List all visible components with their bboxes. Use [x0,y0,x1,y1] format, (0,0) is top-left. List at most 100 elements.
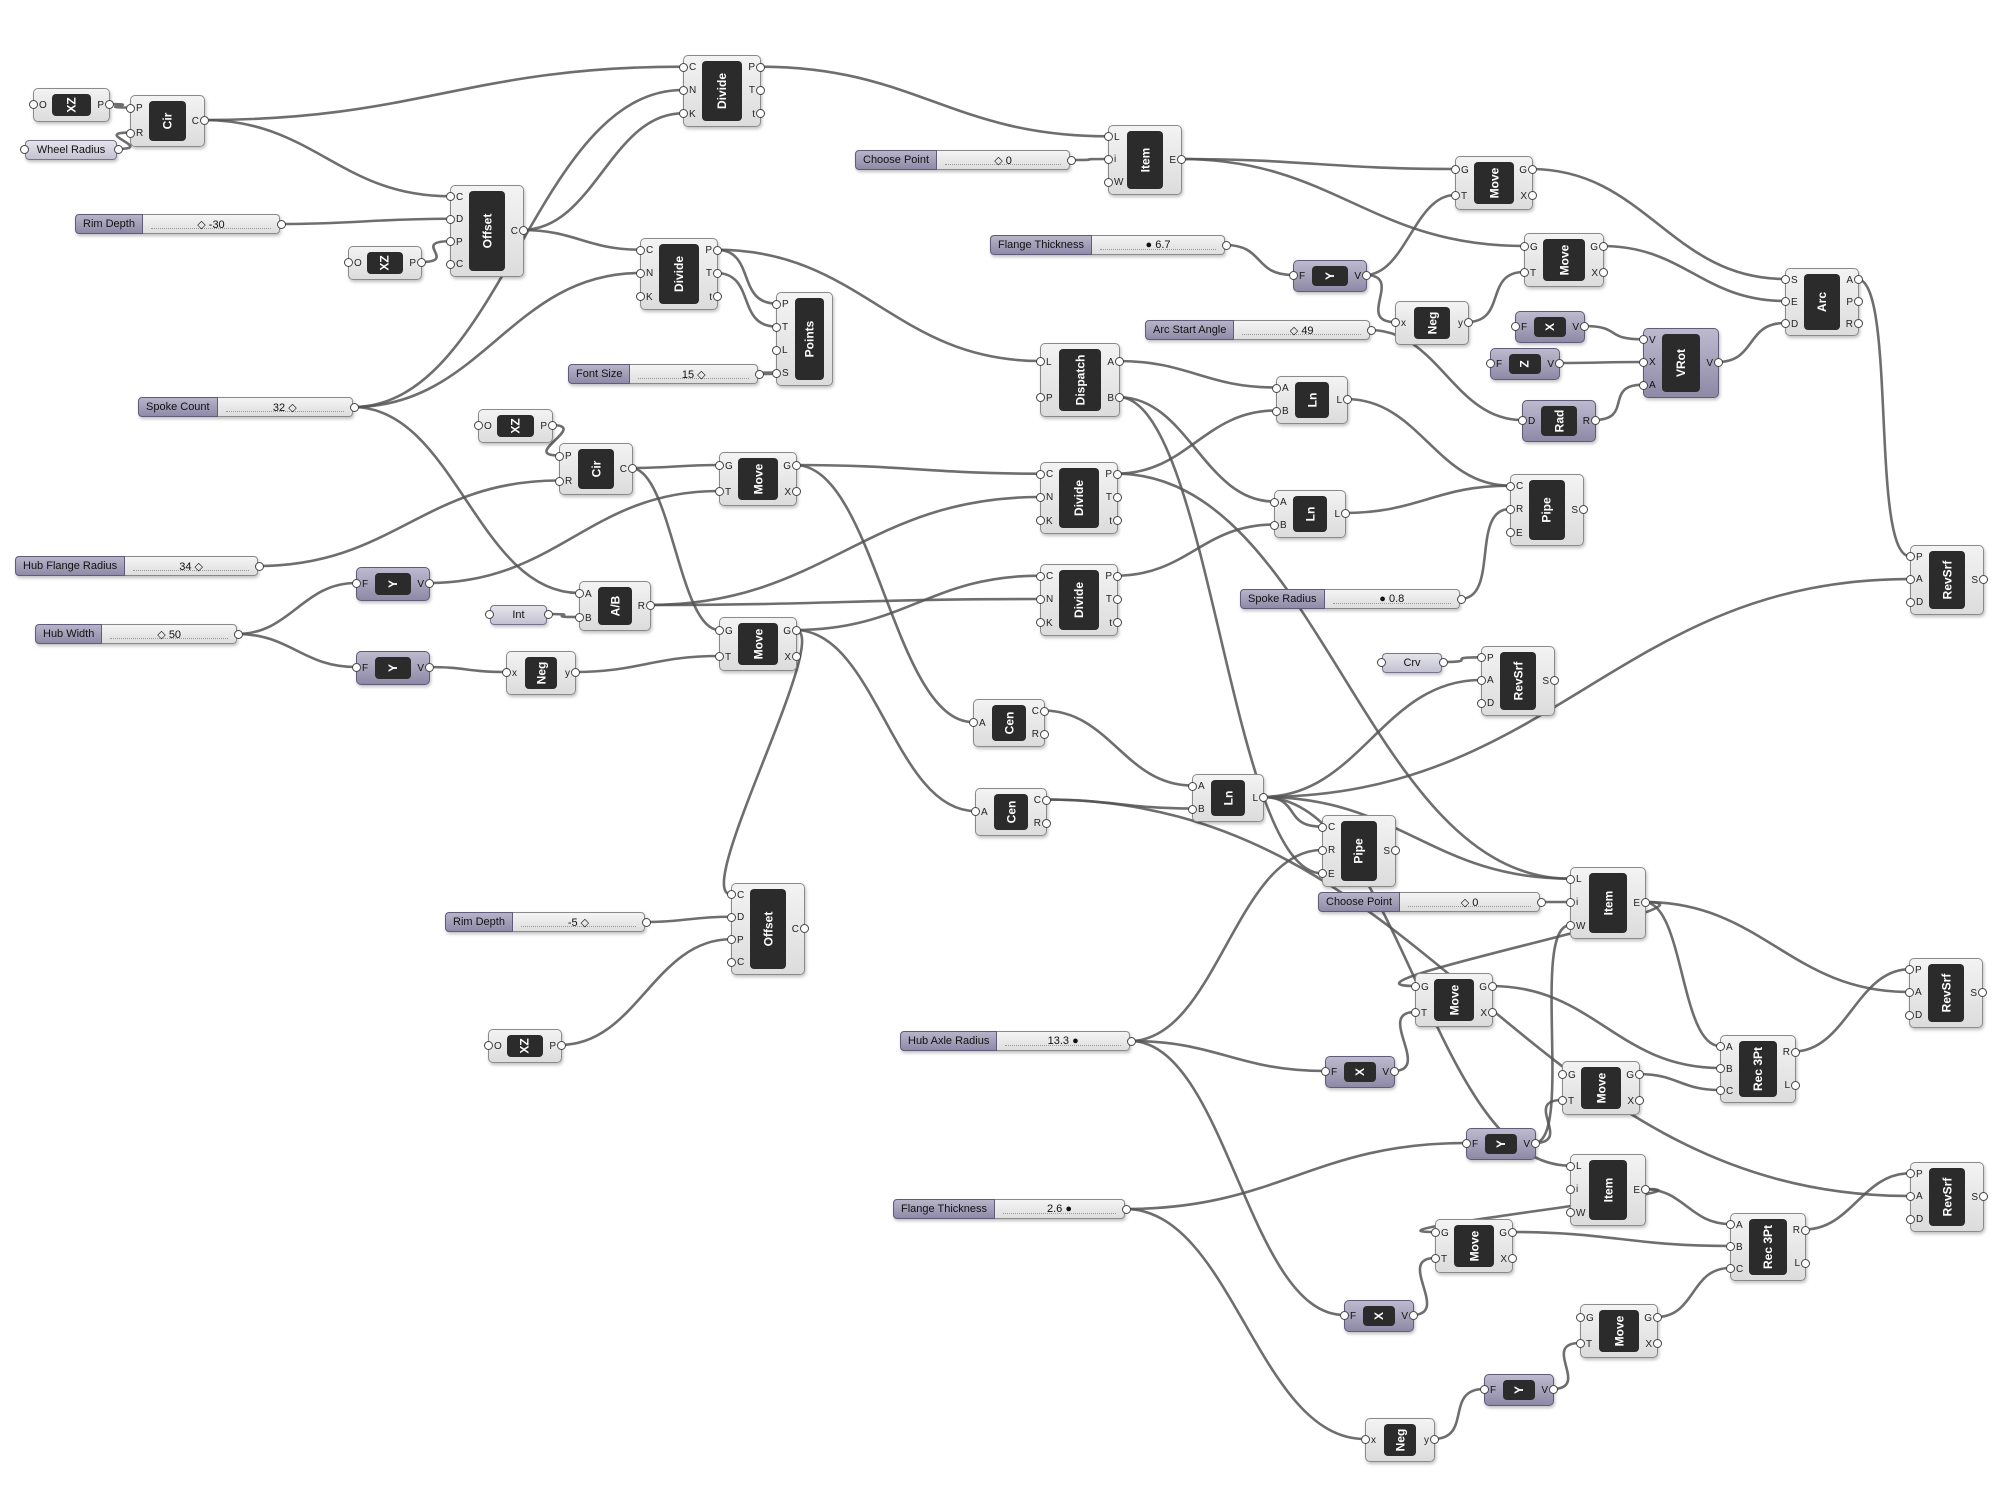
port-grip[interactable] [1506,481,1515,491]
port-grip[interactable] [277,220,286,229]
output-port-label[interactable]: R [1792,1225,1800,1236]
output-port-label[interactable]: y [1458,317,1463,329]
input-port-label[interactable]: G [1530,241,1538,253]
output-port-label[interactable]: V [1572,321,1579,333]
port-grip[interactable] [1113,618,1122,628]
input-port-label[interactable]: C [1726,1085,1734,1097]
input-port-label[interactable]: T [1441,1253,1448,1265]
port-grip[interactable] [1341,509,1350,518]
port-grip[interactable] [1036,493,1045,502]
port-grip[interactable] [727,957,736,967]
output-port-label[interactable]: T [1105,492,1112,504]
port-grip[interactable] [1036,393,1045,402]
port-grip[interactable] [756,62,765,72]
port-grip[interactable] [772,368,781,378]
port-grip[interactable] [1506,528,1515,538]
output-port-label[interactable]: G [783,460,791,472]
output-port-label[interactable]: X [1480,1007,1487,1019]
input-port-label[interactable]: G [725,625,733,637]
output-port-label[interactable]: S [1542,675,1549,687]
input-port-label[interactable]: G [725,460,733,472]
port-grip[interactable] [1781,319,1790,328]
input-port-label[interactable]: F [1350,1310,1357,1322]
input-port-label[interactable]: K [689,108,696,120]
port-grip[interactable] [636,292,645,302]
input-port-label[interactable]: O [494,1040,502,1052]
port-grip[interactable] [446,214,455,224]
input-port-label[interactable]: E [1328,868,1335,880]
output-port-label[interactable]: L [1336,394,1342,406]
port-grip[interactable] [1906,1214,1915,1224]
output-port-label[interactable]: t [752,108,755,120]
port-grip[interactable] [1558,1096,1567,1105]
slider-track[interactable]: 32 ◇ [217,397,353,417]
output-port-label[interactable]: A [1107,356,1114,368]
output-port-label[interactable]: R [1782,1047,1790,1058]
input-port-label[interactable]: F [1521,321,1528,333]
port-grip[interactable] [1321,1067,1330,1076]
port-grip[interactable] [1635,1096,1644,1105]
port-grip[interactable] [1318,846,1327,855]
port-grip[interactable] [1488,1008,1497,1017]
port-grip[interactable] [502,668,511,677]
input-port-label[interactable]: G [1461,164,1469,176]
output-port-label[interactable]: y [1424,1434,1429,1446]
input-port-label[interactable]: F [362,662,369,674]
wheel-radius-param[interactable]: Wheel Radius [25,140,117,160]
output-port-label[interactable]: X [1627,1095,1634,1107]
output-port-label[interactable]: C [1031,706,1039,717]
port-grip[interactable] [474,421,483,430]
output-port-label[interactable]: T [748,85,755,97]
port-grip[interactable] [1042,795,1051,805]
port-grip[interactable] [1477,676,1486,685]
port-grip[interactable] [1508,1228,1517,1237]
port-grip[interactable] [425,663,434,672]
output-port-label[interactable]: E [1633,897,1640,909]
input-port-label[interactable]: D [1791,318,1799,330]
input-port-label[interactable]: C [1046,469,1054,481]
output-port-label[interactable]: P [97,99,104,111]
output-port-label[interactable]: L [1794,1258,1800,1269]
port-grip[interactable] [1113,595,1122,604]
output-port-label[interactable]: T [1105,594,1112,606]
input-port-label[interactable]: N [1046,492,1054,504]
input-port-label[interactable]: A [1280,497,1287,508]
port-grip[interactable] [544,610,553,619]
output-port-label[interactable]: P [748,62,755,74]
port-grip[interactable] [679,109,688,119]
output-port-label[interactable]: G [1626,1069,1634,1081]
port-grip[interactable] [1036,516,1045,526]
input-port-label[interactable]: A [1915,987,1922,999]
port-grip[interactable] [1036,357,1045,366]
slider-track[interactable]: ◇ 49 [1234,320,1370,340]
output-port-label[interactable]: B [1107,392,1114,404]
port-grip[interactable] [1520,268,1529,277]
input-port-label[interactable]: A [1726,1041,1733,1053]
output-port-label[interactable]: R [1845,318,1853,330]
output-port-label[interactable]: S [1971,1191,1978,1203]
port-grip[interactable] [1854,297,1863,306]
input-port-label[interactable]: C [689,62,697,74]
port-grip[interactable] [352,663,361,672]
output-port-label[interactable]: P [549,1040,556,1052]
input-port-label[interactable]: K [1046,515,1053,527]
port-grip[interactable] [1188,781,1197,791]
output-port-label[interactable]: X [1645,1338,1652,1350]
port-grip[interactable] [1781,275,1790,284]
rim-depth-slider[interactable]: Rim Depth◇ -30 [75,214,280,234]
input-port-label[interactable]: G [1441,1227,1449,1239]
port-grip[interactable] [200,116,209,125]
